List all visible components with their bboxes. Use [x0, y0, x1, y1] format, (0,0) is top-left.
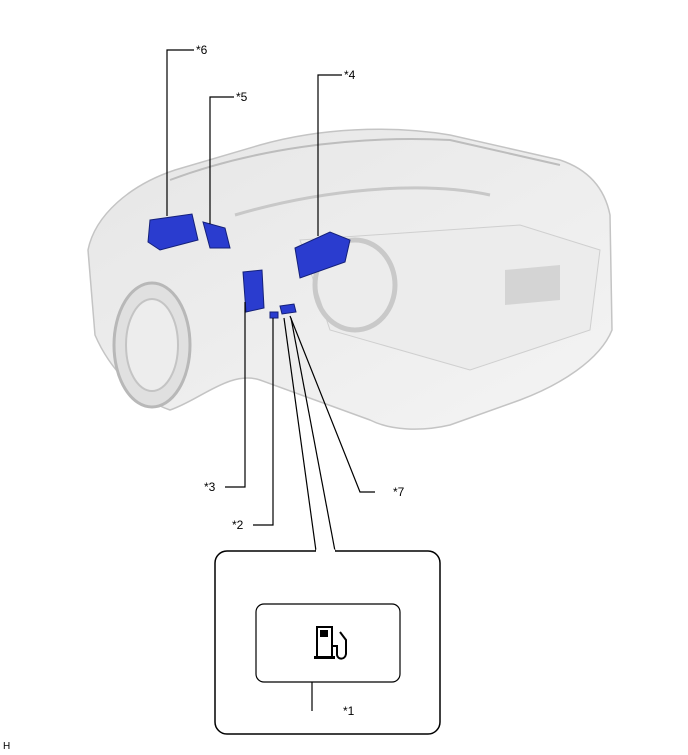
leader-lines: [166, 49, 375, 712]
part-7: [279, 303, 297, 315]
callout-6: *6: [196, 43, 208, 57]
part-5: [202, 221, 231, 249]
part-3: [242, 269, 265, 313]
callout-1: *1: [343, 704, 355, 718]
part-6: [147, 213, 199, 251]
part-2: [269, 311, 279, 319]
part-4: [294, 231, 351, 279]
car-body: [87, 128, 613, 430]
callout-4: *4: [344, 68, 356, 82]
callout-7: *7: [393, 485, 405, 499]
fuel-pump-icon: [314, 626, 347, 660]
callout-5: *5: [236, 90, 248, 104]
callout-2: *2: [232, 518, 244, 532]
corner-mark: H: [3, 741, 11, 752]
indicator-panel: [255, 603, 401, 683]
blue-components: [147, 213, 351, 319]
callout-3: *3: [204, 480, 216, 494]
